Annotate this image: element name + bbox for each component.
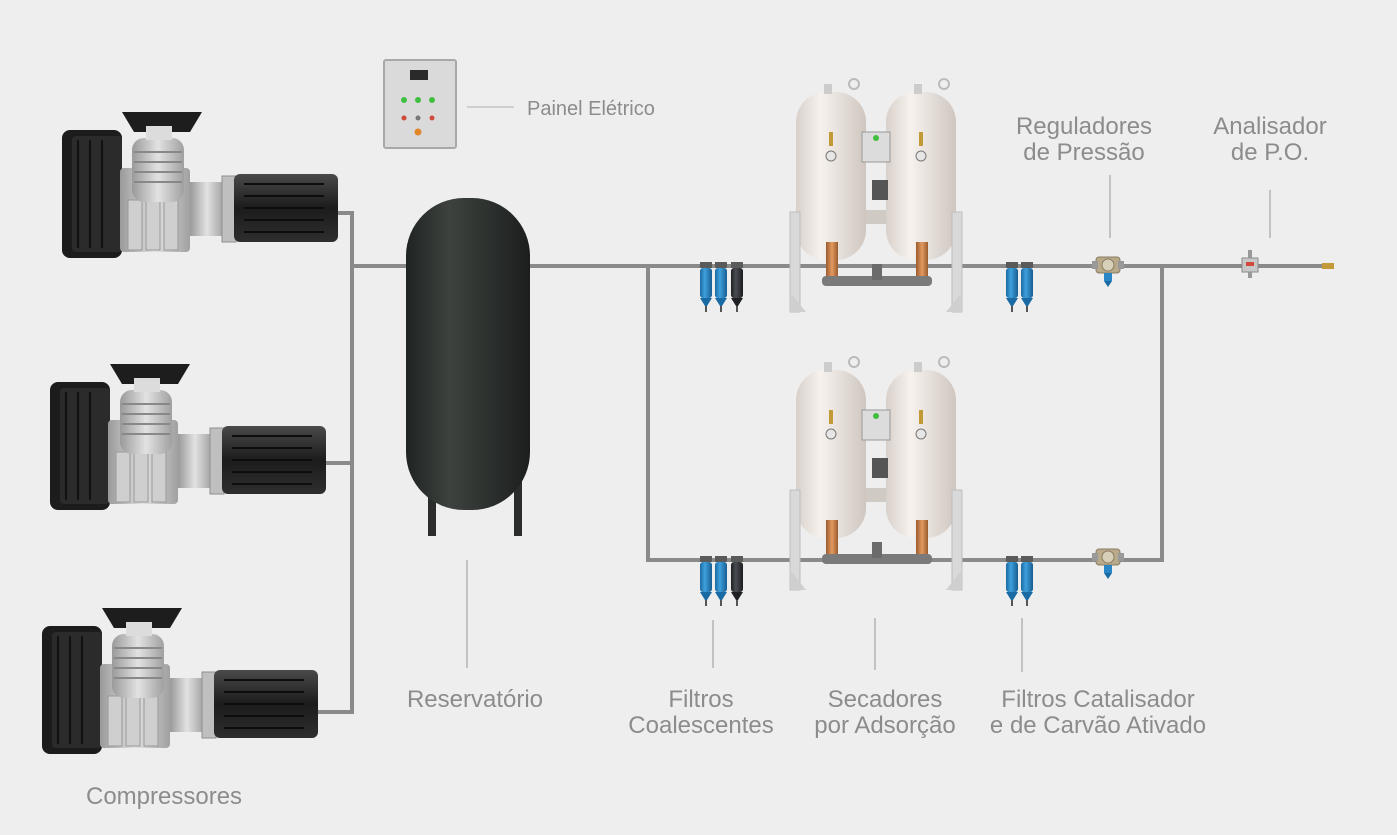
label-line: Filtros Catalisador <box>1001 686 1195 713</box>
label-compressors: Compressores <box>86 783 243 810</box>
filter-icon <box>1006 262 1033 606</box>
label-electrical-panel: Painel Elétrico <box>527 98 655 120</box>
label-line: Reguladores <box>1015 113 1153 140</box>
label-line: Coalescentes <box>628 712 774 739</box>
label-line: por Adsorção <box>814 712 956 739</box>
label-dew-point-analyzer: Analisador de P.O. <box>1213 114 1326 166</box>
compressor-icon <box>49 363 327 511</box>
leader-lines <box>466 175 1271 672</box>
label-line: Filtros <box>668 686 734 713</box>
label-line: Secadores <box>827 686 943 713</box>
label-coalescent-filters: Filtros Coalescentes <box>628 687 773 739</box>
electrical-panel-icon <box>383 59 457 149</box>
compressor-icon <box>41 607 319 755</box>
adsorption-dryer-icon <box>789 356 963 591</box>
label-line: de P.O. <box>1230 139 1310 166</box>
compressor-icon <box>61 111 339 259</box>
label-reservoir: Reservatório <box>406 686 544 713</box>
label-adsorption-dryers: Secadores por Adsorção <box>814 687 955 739</box>
reservoir-tank-icon <box>406 198 530 536</box>
label-catalyst-carbon-filters: Filtros Catalisador e de Carvão Ativado <box>990 687 1206 739</box>
label-line: de Pressão <box>1023 139 1145 166</box>
label-line: e de Carvão Ativado <box>989 712 1207 739</box>
filter-icon <box>700 262 743 606</box>
label-line: Analisador <box>1213 113 1327 140</box>
label-pressure-regulators: Reguladores de Pressão <box>1016 114 1152 166</box>
adsorption-dryer-icon <box>789 78 963 313</box>
dew-point-analyzer-icon <box>1241 250 1259 278</box>
pressure-regulator-icon <box>1091 256 1125 580</box>
